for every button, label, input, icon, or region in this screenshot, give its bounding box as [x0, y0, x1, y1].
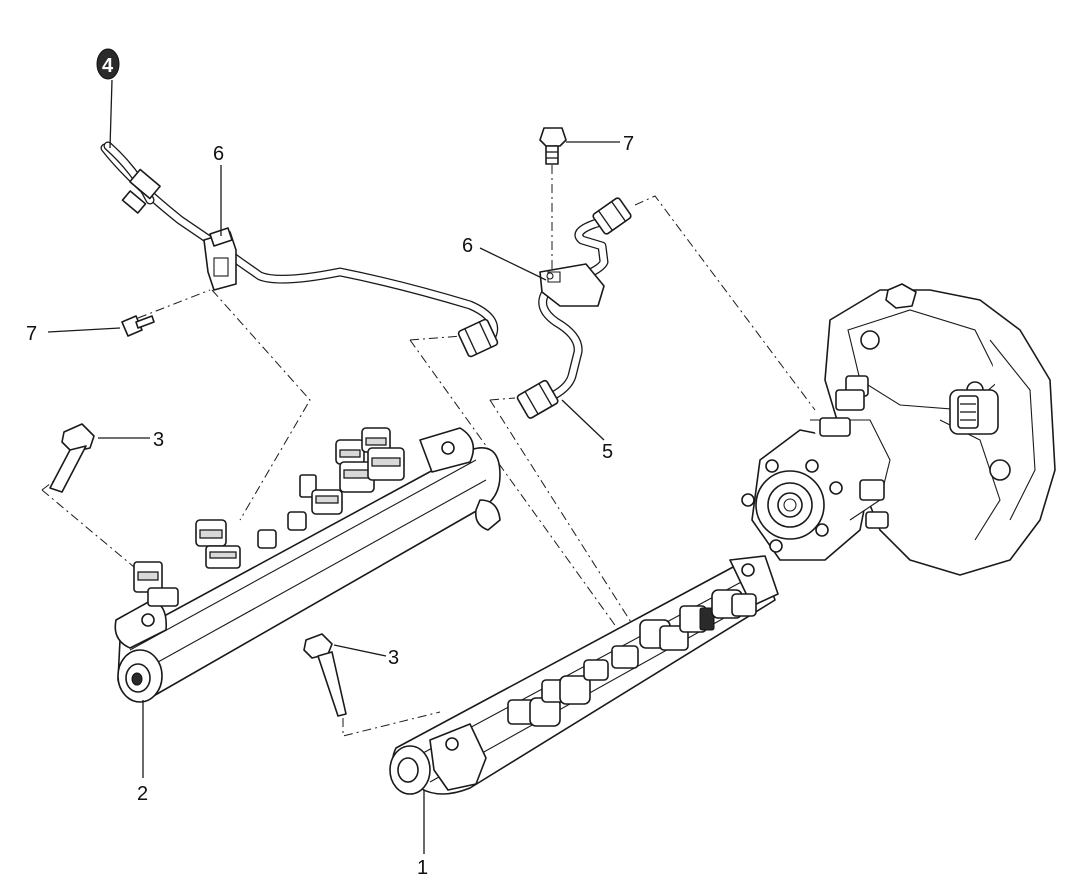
rail-right-sensor: [679, 605, 715, 633]
rail-port-3: [257, 511, 307, 549]
rail-port-4: [335, 439, 375, 493]
pump-inlet-fitting: [835, 375, 869, 411]
rail-right-port-4: [611, 645, 639, 669]
high-pressure-pump: [741, 283, 1056, 576]
callout-labels: 4 6 7 3 2 3 1 6 7 5: [26, 48, 634, 879]
assembly-dash-lines: [41, 165, 816, 737]
rail-port-1: [133, 561, 179, 607]
pump-connector: [949, 389, 999, 435]
callout-4: 4: [102, 55, 114, 77]
callout-1: 1: [417, 857, 428, 879]
clamp-right: [539, 263, 605, 307]
fuel-rail-left: [114, 427, 501, 703]
leader-lines: [47, 79, 620, 854]
callout-3-lower: 3: [388, 647, 399, 669]
rail-right-port-6: [711, 589, 757, 619]
callout-6-left: 6: [213, 143, 224, 165]
callout-6-right: 6: [462, 235, 473, 257]
callout-4-marker: [96, 48, 120, 80]
fuel-line-right: [516, 197, 632, 419]
fuel-line-left: [100, 141, 499, 358]
rail-right-port-1: [507, 697, 561, 727]
rail-right-port-5: [639, 619, 689, 651]
clamp-left: [203, 227, 237, 291]
rail-port-5: [361, 427, 405, 481]
callout-7-right: 7: [623, 133, 634, 155]
callout-5: 5: [602, 441, 613, 463]
rail-port-2: [195, 519, 241, 569]
callout-7-left: 7: [26, 323, 37, 345]
rail-pressure-sensor: [299, 474, 343, 515]
callout-3-upper: 3: [153, 429, 164, 451]
bolt-right: [539, 127, 567, 165]
rail-right-port-2: [541, 675, 591, 705]
bolt-left: [121, 315, 155, 337]
fuel-rail-right: [389, 555, 779, 795]
callout-2: 2: [137, 783, 148, 805]
bolt-upper-left: [49, 423, 95, 493]
bolt-lower: [303, 633, 347, 717]
rail-right-port-3: [583, 659, 609, 681]
